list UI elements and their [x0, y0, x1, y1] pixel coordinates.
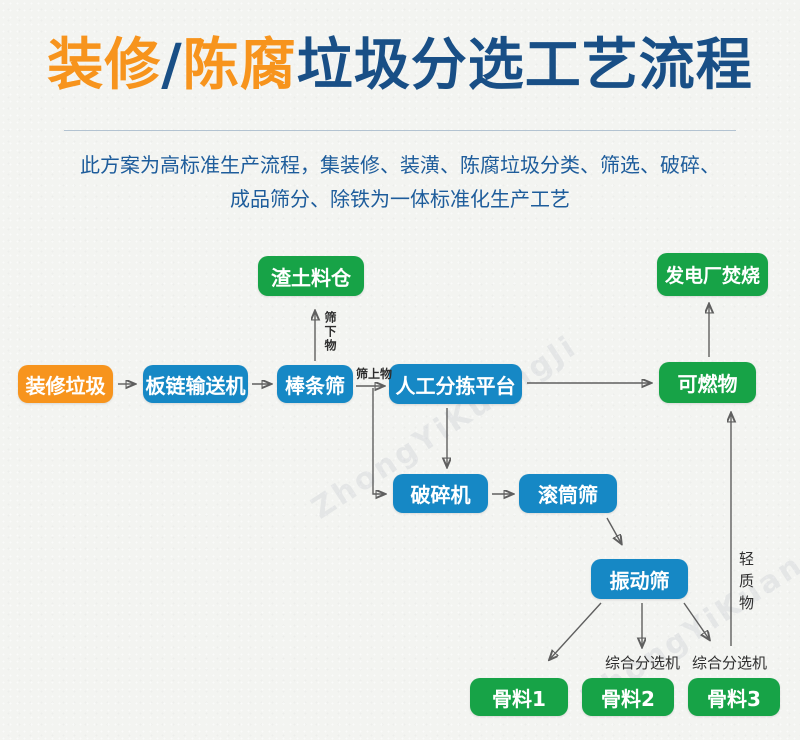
edge-label-qingzhiwu: 轻质物	[737, 551, 755, 617]
node-zhatu-liaocang: 渣土料仓	[258, 256, 364, 296]
node-fadianchang-fenshao: 发电厂焚烧	[657, 253, 768, 296]
subtitle-line-2: 成品筛分、除铁为一体标准化生产工艺	[230, 187, 570, 211]
header-divider	[64, 130, 736, 131]
edge-guntong-to-zhendong	[606, 517, 621, 543]
node-guntongshai: 滚筒筛	[519, 474, 617, 513]
node-rengong-fenjian-pingtai: 人工分拣平台	[389, 364, 522, 404]
edge-bangtiao-to-posui	[372, 388, 384, 494]
edge-label-shaishangwu: 筛上物	[356, 367, 393, 381]
node-guliao-1: 骨料1	[470, 678, 568, 716]
title-segment-orange-2: 陈腐	[182, 33, 297, 98]
node-zhuangxiu-laji: 装修垃圾	[18, 365, 113, 403]
edge-zhendong-to-guliao1	[550, 602, 602, 659]
edge-zhendong-to-guliao3	[683, 602, 709, 639]
node-keranwu: 可燃物	[659, 362, 756, 403]
subtitle-line-1: 此方案为高标准生产流程，集装修、装潢、陈腐垃圾分类、筛选、破碎、	[80, 153, 720, 177]
title-segment-orange-1: 装修	[47, 33, 162, 98]
node-posuiji: 破碎机	[393, 474, 488, 513]
subtitle: 此方案为高标准生产流程，集装修、装潢、陈腐垃圾分类、筛选、破碎、 成品筛分、除铁…	[40, 148, 760, 216]
node-guliao-2: 骨料2	[582, 678, 674, 716]
edge-label-zonghe-fenxuanji-2: 综合分选机	[692, 654, 768, 672]
edge-label-zonghe-fenxuanji-1: 综合分选机	[605, 654, 681, 672]
node-banlian-shusongji: 板链输送机	[143, 365, 248, 403]
page-title: 装修/陈腐垃圾分选工艺流程	[0, 30, 800, 102]
title-slash: /	[161, 33, 183, 98]
node-guliao-3: 骨料3	[688, 678, 780, 716]
node-bangtiaoshai: 棒条筛	[277, 365, 353, 403]
node-zhendongshai: 振动筛	[591, 559, 688, 599]
title-segment-blue: 垃圾分选工艺流程	[296, 33, 753, 98]
edge-label-shaixiawu: 筛下物	[323, 311, 337, 353]
